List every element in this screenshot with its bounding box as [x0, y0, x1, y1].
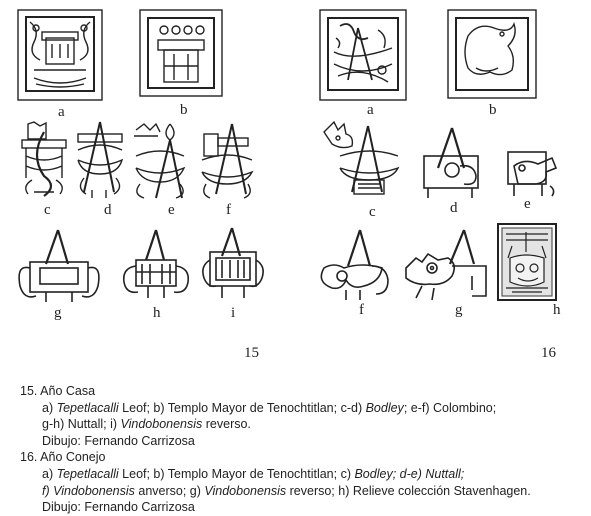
glyph-15b-casa-templo-mayor	[138, 8, 224, 98]
caption-16-credit: Dibujo: Fernando Carrizosa	[42, 500, 195, 515]
label-15d: d	[104, 202, 112, 218]
caption-15-credit: Dibujo: Fernando Carrizosa	[42, 433, 195, 448]
label-15i: i	[231, 305, 236, 321]
glyph-16g-conejo-vindobonensis-reverso	[402, 228, 492, 304]
label-16c: c	[369, 204, 376, 220]
caption-15-line-1: a) Tepetlacalli Leof; b) Templo Mayor de…	[42, 400, 497, 415]
glyph-16d-conejo-nuttall	[416, 126, 492, 202]
label-15b: b	[180, 102, 188, 118]
caption-16-line-1: a) Tepetlacalli Leof; b) Templo Mayor de…	[42, 466, 465, 481]
glyph-15f-casa-colombino	[198, 122, 256, 202]
figure-number-16: 16	[541, 345, 556, 361]
label-15f: f	[226, 202, 231, 218]
glyph-16e-conejo-nuttall	[500, 146, 562, 202]
glyph-15h-casa-nuttall	[120, 228, 192, 302]
glyph-16a-conejo-tepetlacalli	[318, 8, 408, 102]
label-16e: e	[524, 196, 531, 212]
label-15e: e	[168, 202, 175, 218]
glyph-15a-casa-tepetlacalli	[16, 8, 104, 102]
glyph-16f-conejo-vindobonensis-anverso	[316, 228, 396, 302]
label-16f: f	[359, 302, 364, 318]
figure-number-15: 15	[244, 345, 259, 361]
caption-16-line-2: f) Vindobonensis anverso; g) Vindobonens…	[42, 483, 531, 498]
label-16h: h	[553, 302, 561, 318]
glyph-16h-conejo-stavenhagen-relief	[496, 222, 558, 302]
caption-16-title: 16. Año Conejo	[20, 450, 106, 465]
glyph-15e-casa-colombino	[130, 120, 188, 204]
glyph-15c-casa-bodley	[18, 120, 70, 202]
label-16d: d	[450, 200, 458, 216]
label-15c: c	[44, 202, 51, 218]
label-16g: g	[455, 302, 463, 318]
label-15g: g	[54, 305, 62, 321]
label-16a: a	[367, 102, 374, 118]
glyph-16b-conejo-templo-mayor	[446, 8, 538, 100]
label-15h: h	[153, 305, 161, 321]
glyph-15g-casa-nuttall	[16, 228, 102, 304]
glyph-15d-casa-bodley	[72, 120, 128, 202]
label-16b: b	[489, 102, 497, 118]
glyph-16c-conejo-bodley	[318, 118, 404, 204]
caption-15-title: 15. Año Casa	[20, 384, 96, 398]
glyph-15i-casa-vindobonensis	[198, 226, 270, 302]
caption-15-line-2: g-h) Nuttall; i) Vindobonensis reverso.	[42, 417, 251, 432]
label-15a: a	[58, 104, 65, 120]
figure-caption: 15. Año Casa a) Tepetlacalli Leof; b) Te…	[20, 383, 580, 516]
